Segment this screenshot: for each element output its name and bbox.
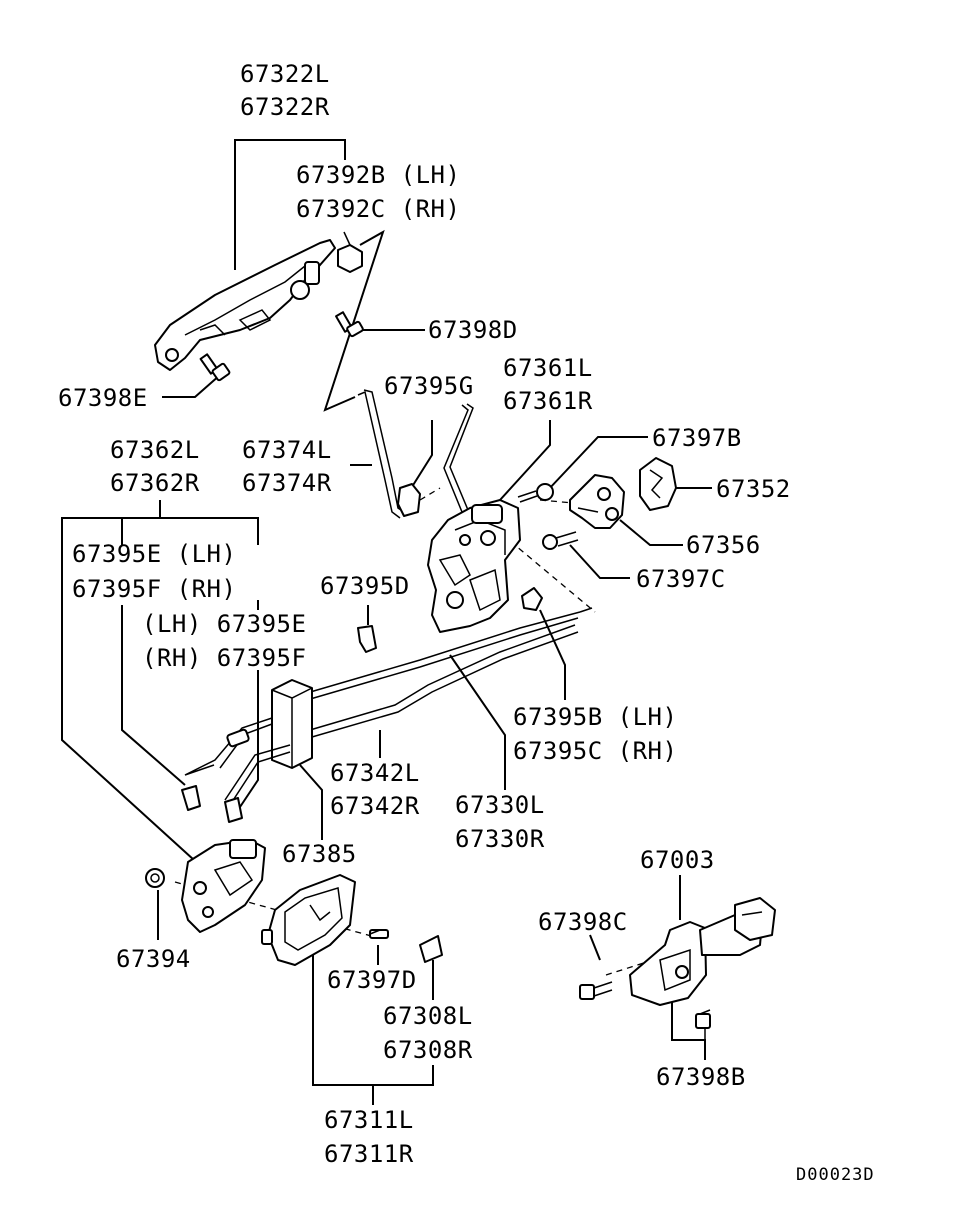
label-67342l: 67342L — [330, 759, 420, 787]
label-67398c: 67398C — [538, 908, 628, 936]
handle-clip-67392 — [337, 231, 363, 273]
label-67395f-rh: 67395F (RH) — [72, 575, 236, 603]
door-lock-actuator — [427, 499, 521, 633]
label-67311r: 67311R — [324, 1140, 414, 1168]
drawing-code: D00023D — [796, 1165, 875, 1185]
screw-67398d — [335, 311, 364, 338]
label-67398b: 67398B — [656, 1063, 746, 1091]
door-check-67003 — [629, 897, 776, 1006]
label-67374r: 67374R — [242, 469, 332, 497]
label-67308r: 67308R — [383, 1036, 473, 1064]
label-67361l: 67361L — [503, 354, 593, 382]
clips-67395ef — [181, 785, 243, 823]
shim-67352 — [639, 457, 677, 511]
cable-67342 — [309, 624, 579, 738]
label-67322l: 67322L — [240, 60, 330, 88]
label-67395c: 67395C (RH) — [513, 737, 677, 765]
label-67397d: 67397D — [327, 966, 417, 994]
label-67356: 67356 — [686, 531, 761, 559]
cable-67330 — [299, 607, 593, 703]
nut-67394 — [145, 868, 165, 888]
striker-67356 — [569, 474, 625, 529]
label-67330r: 67330R — [455, 825, 545, 853]
label-67330l: 67330L — [455, 791, 545, 819]
screw-67397c — [542, 531, 579, 550]
label-67392c: 67392C (RH) — [296, 195, 460, 223]
rod-67361 — [443, 403, 474, 513]
inside-lock-67362 — [181, 839, 266, 933]
leader-lines — [61, 139, 712, 1105]
label-67352: 67352 — [716, 475, 791, 503]
label-67397b: 67397B — [652, 424, 742, 452]
label-67398e: 67398E — [58, 384, 148, 412]
label-67395e-lh: 67395E (LH) — [72, 540, 236, 568]
screw-67398e — [199, 353, 231, 382]
bolt-67398c — [579, 981, 613, 1000]
clip-67395b — [521, 587, 543, 611]
label-67311l: 67311L — [324, 1106, 414, 1134]
outside-handle — [154, 239, 336, 371]
label-67374l: 67374L — [242, 436, 332, 464]
label-67392b: 67392B (LH) — [296, 161, 460, 189]
screw-67397d — [369, 929, 389, 939]
label-67395g: 67395G — [384, 372, 474, 400]
label-67308l: 67308L — [383, 1002, 473, 1030]
clip-67395g — [397, 483, 421, 517]
rod-67374 — [357, 389, 405, 519]
label-67395d: 67395D — [320, 572, 410, 600]
label-67322r: 67322R — [240, 93, 330, 121]
label-67342r: 67342R — [330, 792, 420, 820]
bolt-67398b — [695, 1009, 711, 1040]
label-67394: 67394 — [116, 945, 191, 973]
label-67361r: 67361R — [503, 387, 593, 415]
label-67362l: 67362L — [110, 436, 200, 464]
part-number-labels: 67322L 67322R 67392B (LH) 67392C (RH) 67… — [58, 60, 875, 1185]
label-lh-67395e: (LH) 67395E — [142, 610, 306, 638]
label-67385: 67385 — [282, 840, 357, 868]
inside-handle-67311 — [261, 874, 356, 966]
cable-clamp-67385 — [271, 679, 313, 769]
screw-67397b — [517, 483, 554, 503]
rods-67395ef — [184, 717, 291, 806]
label-67003: 67003 — [640, 846, 715, 874]
label-67397c: 67397C — [636, 565, 726, 593]
cover-67308 — [419, 935, 443, 963]
label-rh-67395f: (RH) 67395F — [142, 644, 306, 672]
label-67362r: 67362R — [110, 469, 200, 497]
label-67398d: 67398D — [428, 316, 518, 344]
clip-67395d — [357, 625, 377, 653]
label-67395b: 67395B (LH) — [513, 703, 677, 731]
